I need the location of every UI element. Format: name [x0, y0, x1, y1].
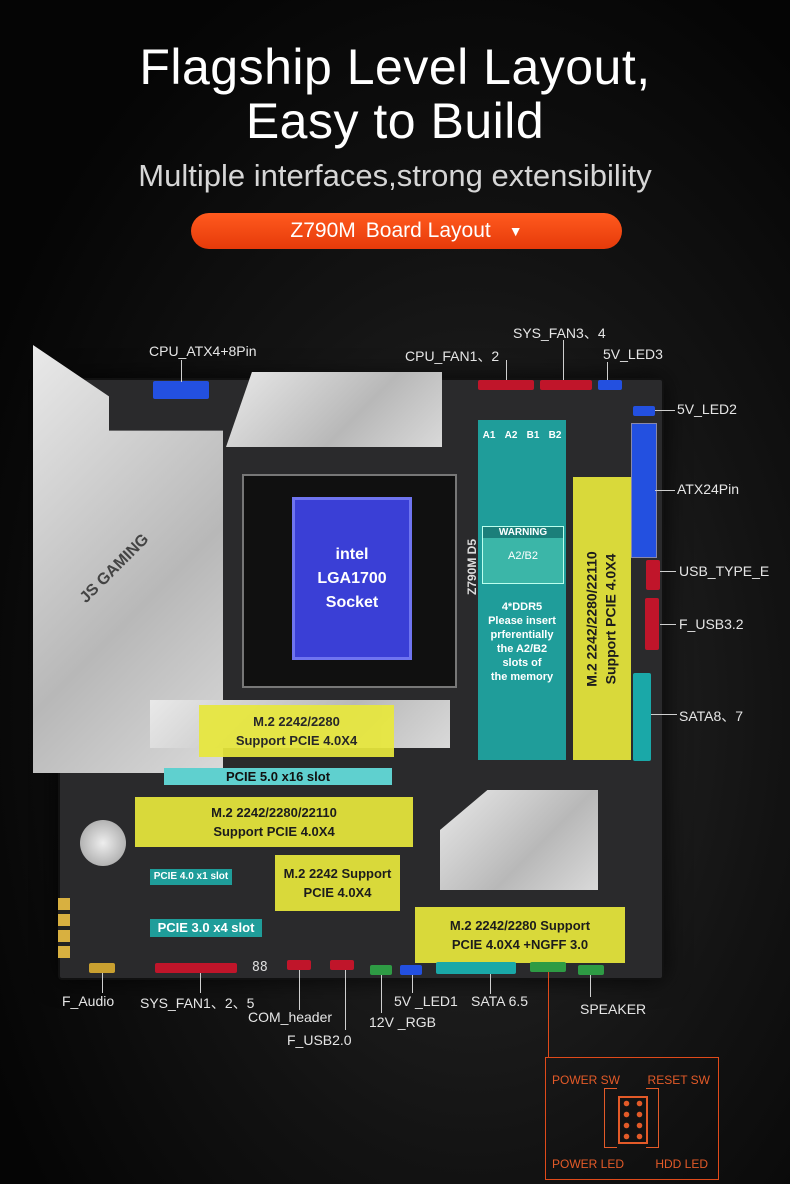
callout-line	[651, 714, 677, 715]
label-usb-type-e: USB_TYPE_E	[679, 563, 770, 579]
dimm-b1: B1	[526, 430, 540, 441]
callout-line	[655, 410, 675, 411]
callout-line	[590, 975, 591, 997]
callout-line	[490, 974, 491, 994]
callout-line	[660, 624, 676, 625]
speaker-header	[578, 965, 604, 975]
label-power-sw: POWER SW	[552, 1073, 620, 1087]
cmos-battery	[80, 820, 126, 866]
com-header-conn	[287, 960, 311, 970]
label-hdd-led: HDD LED	[655, 1157, 708, 1171]
label-atx24: ATX24Pin	[677, 481, 739, 497]
label-com: COM_header	[248, 1009, 333, 1025]
callout-line	[548, 972, 549, 1058]
led1-header	[400, 965, 422, 975]
label-cpu-fan: CPU_FAN1、2	[405, 348, 500, 364]
board-layout-dropdown[interactable]: Z790M Board Layout ▼	[191, 213, 622, 249]
page-title: Flagship Level Layout, Easy to Build	[139, 39, 651, 149]
f-audio-header	[89, 963, 115, 973]
callout-line	[299, 970, 300, 1010]
debug-led-digits: 88	[252, 960, 268, 975]
caret-down-icon: ▼	[508, 223, 523, 239]
sys-fan125-header	[155, 963, 237, 973]
callout-line	[412, 975, 413, 993]
led3-header	[598, 380, 622, 390]
vrm-heatsink-top	[226, 372, 442, 447]
pcie-x16-slot: PCIE 5.0 x16 slot	[164, 768, 392, 785]
label-reset-sw: RESET SW	[647, 1073, 710, 1087]
callout-line	[200, 973, 201, 993]
usb-type-e-port	[646, 560, 660, 590]
atx24-connector	[631, 423, 657, 558]
sata65-ports	[436, 962, 516, 974]
pin-bracket-right	[646, 1088, 659, 1148]
label-rgb12: 12V _RGB	[369, 1014, 436, 1030]
label-led3: 5V_LED3	[603, 346, 663, 362]
pcie-x4-slot: PCIE 3.0 x4 slot	[150, 919, 262, 937]
led2-header	[633, 406, 655, 416]
callout-line	[660, 571, 676, 572]
pin-bracket-left	[604, 1088, 617, 1148]
label-led2: 5V_LED2	[677, 401, 737, 417]
cpu-fan-header	[478, 380, 534, 390]
label-f-usb20: F_USB2.0	[287, 1032, 352, 1048]
dimm-slots: A1 A2 B1 B2	[478, 420, 566, 760]
sys-fan34-header	[540, 380, 592, 390]
cpu-atx-connector	[153, 381, 209, 399]
pcie-x1-slot: PCIE 4.0 x1 slot	[150, 869, 232, 885]
label-f-audio: F_Audio	[62, 993, 115, 1009]
f-usb20-header	[330, 960, 354, 970]
label-speaker: SPEAKER	[580, 1001, 647, 1017]
dropdown-label: Board Layout	[365, 219, 491, 242]
dimm-a2: A2	[504, 430, 518, 441]
callout-line	[655, 490, 675, 491]
callout-line	[563, 340, 564, 380]
label-sata65: SATA 6.5	[471, 993, 529, 1009]
callout-line	[102, 973, 103, 993]
front-panel-pins	[618, 1096, 648, 1144]
label-led1: 5V _LED1	[394, 993, 458, 1009]
callout-line	[506, 360, 507, 380]
label-cpu-atx: CPU_ATX4+8Pin	[149, 343, 257, 359]
label-power-led: POWER LED	[552, 1157, 625, 1171]
audio-jacks	[58, 898, 70, 958]
sata87-ports	[633, 673, 651, 761]
front-panel-header	[530, 962, 566, 972]
rgb12-header	[370, 965, 392, 975]
callout-line	[381, 975, 382, 1013]
warning-label: WARNING A2/B2	[482, 526, 564, 584]
dimm-a1: A1	[482, 430, 496, 441]
dropdown-model: Z790M	[290, 219, 356, 242]
model-print: Z790M D5	[465, 538, 480, 596]
label-sata87: SATA8、7	[679, 708, 744, 724]
page-subtitle: Multiple interfaces,strong extensibility	[138, 158, 652, 193]
dimm-b2: B2	[548, 430, 562, 441]
callout-line	[345, 970, 346, 1030]
label-sys-fan125: SYS_FAN1、2、5	[140, 995, 255, 1011]
callout-line	[181, 360, 182, 382]
callout-line	[607, 362, 608, 380]
f-usb32-header	[645, 598, 659, 650]
front-panel-diagram: POWER SW RESET SW POWER LED HDD LED	[545, 1057, 719, 1180]
label-f-usb32: F_USB3.2	[679, 616, 744, 632]
label-sys-fan34: SYS_FAN3、4	[513, 325, 606, 341]
